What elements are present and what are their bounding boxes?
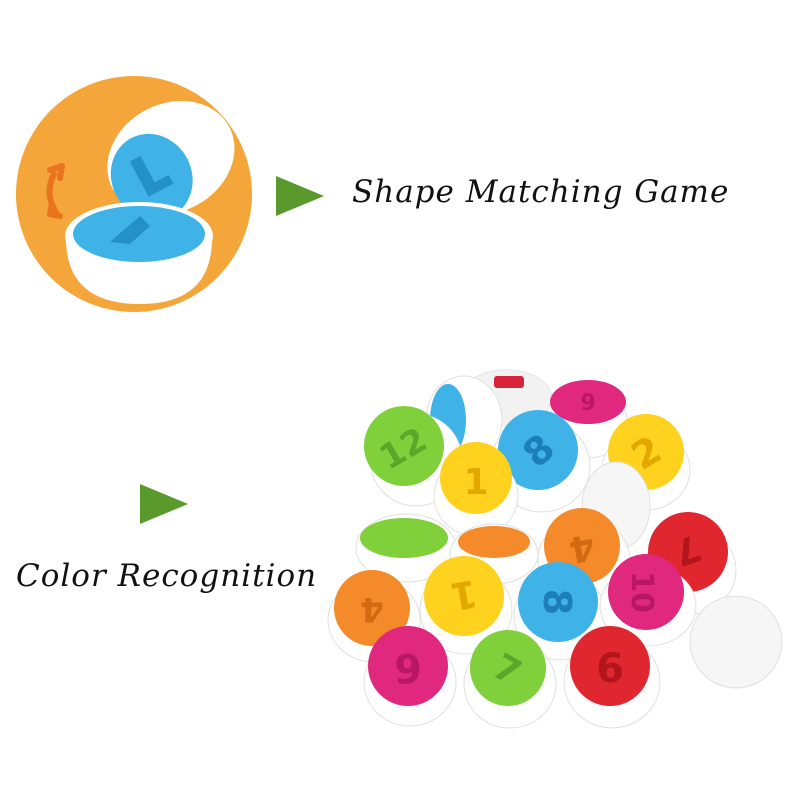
egg-yellow-1: 1	[433, 442, 519, 537]
svg-text:1: 1	[463, 462, 488, 503]
feature-label-color-recognition: Color Recognition	[16, 558, 318, 594]
egg-yellow-1b: 1	[419, 556, 513, 655]
egg-green-7: 7	[463, 630, 557, 729]
number-eggs-illustration: 9 12 8 2 1 4 7	[327, 369, 783, 729]
svg-text:6: 6	[394, 644, 422, 690]
shape-slot-top	[129, 155, 174, 197]
svg-text:6: 6	[596, 646, 624, 692]
egg-top-half	[107, 100, 235, 221]
egg-bottom-half	[65, 202, 213, 304]
egg-shape-match-illustration	[16, 76, 252, 312]
egg-white-closed	[689, 595, 783, 689]
shape-slot-bottom	[110, 216, 150, 244]
svg-text:10: 10	[624, 571, 659, 613]
swap-arrow-icon	[46, 163, 65, 219]
egg-magenta-9b: 6	[363, 626, 457, 727]
egg-red-6: 6	[563, 626, 661, 729]
svg-text:8: 8	[535, 589, 579, 615]
feature-label-shape-matching: Shape Matching Game	[352, 174, 730, 210]
egg-orange-4b: 4	[327, 570, 421, 663]
svg-text:9: 9	[580, 391, 595, 416]
green-arrow-icon	[276, 176, 324, 216]
egg-green-open	[355, 513, 457, 583]
egg-magenta-10: 10	[599, 554, 697, 647]
egg-blue-8: 8	[493, 410, 591, 513]
green-arrow-icon	[140, 484, 188, 524]
svg-text:4: 4	[360, 589, 384, 629]
